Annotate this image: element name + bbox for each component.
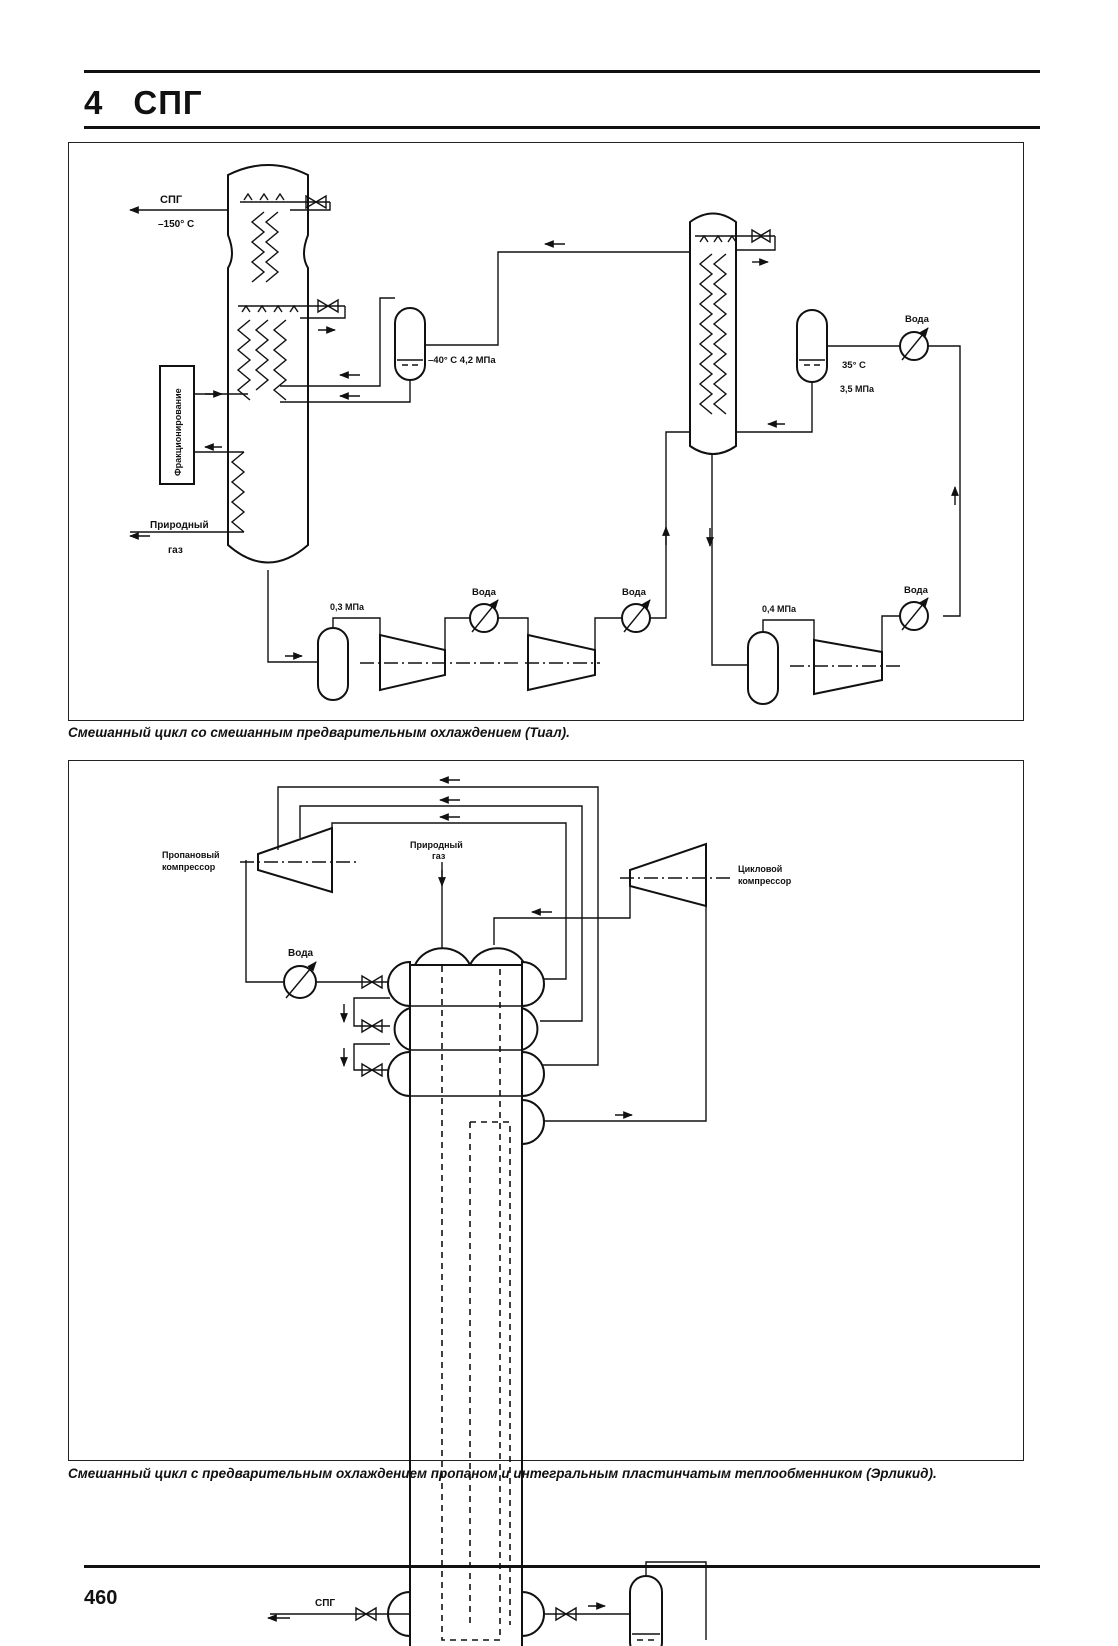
coil-column-2b [712,253,728,415]
separator-vessel-2 [796,309,828,383]
section-number: 4 [84,84,104,121]
header-left-1 [387,960,411,1008]
spray-nozzles-column-2 [695,228,776,251]
spray-nozzles-middle [238,298,346,319]
label-propane-comp-2: компрессор [162,862,216,872]
spray-nozzles-top [240,192,330,203]
label-natural-gas-2: газ [168,545,183,556]
valve-top-column [290,194,331,211]
header-right-1 [521,960,545,1008]
label-natural-gas-2: газ [432,851,446,861]
label-lng: СПГ [315,1598,335,1609]
footer-rule [84,1565,1040,1568]
figure2-frame [68,760,1024,1461]
compressor-1b [527,633,596,692]
label-cycle-comp-1: Цикловой [738,864,782,874]
section-header: 4 СПГ [84,84,203,122]
label-water: Вода [288,948,314,959]
receiver-vessel-2 [747,631,779,705]
compressor-2 [813,638,883,696]
plate-heat-exchanger [409,964,523,1646]
label-temp-35: 35° C [842,360,866,371]
heat-exchanger-column-2 [689,212,737,455]
figure1-caption: Смешанный цикл со смешанным предваритель… [68,725,570,740]
label-lng-temp: –150° C [158,219,194,230]
coil-middle-center [254,319,270,391]
coil-column-2a [698,253,714,415]
separator-vessel-1 [394,307,426,381]
coil-upper-right [264,211,280,283]
page-number: 460 [84,1587,118,1609]
label-water-c: Вода [904,585,929,596]
label-fractionation: Фракционирование [173,388,183,476]
water-cooler-bottom-right [899,601,929,631]
exchanger-header-top-right [468,947,527,966]
propane-compressor [257,826,333,894]
header-left-2 [393,1006,411,1052]
header-right-2 [521,1006,539,1052]
figure1-diagram: СПГ –150° C –40° C 4,2 МПа Фракциониро [129,164,961,705]
fractionation-box [159,365,195,485]
cycle-compressor [629,842,707,908]
separator-vessel-fig2 [629,1575,663,1646]
figure2-caption: Смешанный цикл с предварительным охлажде… [68,1466,937,1481]
label-water-a: Вода [472,587,497,598]
header-left-3 [387,1050,411,1098]
label-cycle-comp-2: компрессор [738,876,792,886]
receiver-vessel-1 [317,627,349,701]
label-propane-comp-1: Пропановый [162,850,220,860]
compressor-1a [379,633,446,692]
header-bottom-rule [84,126,1040,129]
coil-middle-left [236,319,252,401]
label-water-d: Вода [905,314,930,325]
header-right-4 [521,1098,545,1146]
header-right-3 [521,1050,545,1098]
label-lng: СПГ [160,194,183,206]
label-natural-gas-1: Природный [410,840,463,850]
header-top-rule [84,70,1040,73]
header-right-bottom [521,1590,545,1638]
coil-middle-right [272,319,288,401]
coil-upper-left [250,211,266,283]
section-title: СПГ [133,84,203,121]
label-pressure-03: 0,3 МПа [330,602,365,612]
label-pressure-35: 3,5 МПа [840,384,875,394]
main-cryogenic-column [227,164,309,564]
label-pressure-04: 0,4 МПа [762,604,797,614]
label-water-b: Вода [622,587,647,598]
label-natural-gas-1: Природный [150,520,209,531]
figure2-diagram: Пропановый компрессор Природный газ Цикл… [162,776,792,1646]
exchanger-header-top-left [413,947,472,966]
coil-lower [230,451,246,533]
label-separator-cond: –40° C 4,2 МПа [428,355,496,366]
